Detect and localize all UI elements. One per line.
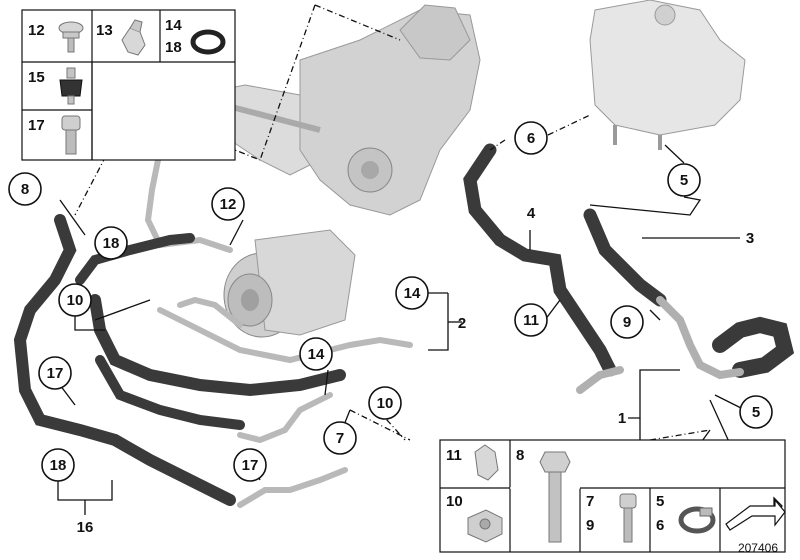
plain-labels: 4 3 2 1 16 (77, 205, 755, 536)
rubber-mount-icon (59, 67, 83, 105)
svg-text:10: 10 (67, 292, 84, 309)
svg-text:5: 5 (752, 404, 760, 421)
label-16: 16 (77, 519, 94, 536)
legend-top-18: 18 (165, 39, 182, 56)
label-4: 4 (527, 205, 536, 222)
svg-text:11: 11 (523, 312, 539, 329)
legend-bottom-9: 9 (586, 517, 594, 534)
svg-text:9: 9 (623, 314, 631, 331)
leader-lines (57, 4, 746, 515)
callout-10-mid: 10 (368, 386, 402, 420)
reference-number: 207406 (738, 541, 778, 555)
svg-text:17: 17 (242, 457, 259, 474)
hose-clamp-icon (678, 506, 716, 534)
label-3: 3 (746, 230, 754, 247)
callout-12: 12 (211, 187, 245, 221)
svg-text:8: 8 (21, 181, 29, 198)
bolt-icon (61, 115, 81, 155)
legend-bottom-8: 8 (516, 447, 524, 464)
callout-17-left: 17 (38, 356, 72, 390)
hose-clip-icon (474, 444, 499, 481)
svg-text:7: 7 (336, 430, 344, 447)
callout-18-bottom: 18 (41, 448, 75, 482)
legend-top-13: 13 (96, 22, 113, 39)
legend-bottom-5: 5 (656, 493, 664, 510)
callout-7: 7 (323, 421, 357, 455)
svg-text:14: 14 (404, 285, 421, 302)
legend-bottom-7: 7 (586, 493, 594, 510)
svg-text:5: 5 (680, 172, 688, 189)
legend-top-12: 12 (28, 22, 45, 39)
label-2: 2 (458, 315, 466, 332)
hoses (13, 143, 795, 506)
callout-17-bottom: 17 (233, 448, 267, 482)
label-1: 1 (618, 410, 626, 427)
svg-text:10: 10 (377, 395, 394, 412)
socket-bolt-icon (619, 493, 637, 543)
callout-10-left: 10 (58, 283, 92, 317)
callout-11: 11 (514, 303, 548, 337)
legend-top-15: 15 (28, 69, 45, 86)
callout-9: 9 (610, 305, 644, 339)
svg-text:6: 6 (527, 130, 535, 147)
legend-bottom-10: 10 (446, 493, 463, 510)
legend-bottom-6: 6 (656, 517, 664, 534)
hex-bolt-icon (539, 451, 571, 543)
legend-bottom: 11 8 10 7 9 5 6 207406 (439, 439, 786, 555)
svg-text:18: 18 (103, 235, 120, 252)
legend-top-17: 17 (28, 117, 45, 134)
arrow-icon (725, 496, 786, 531)
steering-pump (223, 229, 356, 338)
callout-18-top: 18 (94, 226, 128, 260)
callout-5-top: 5 (667, 163, 701, 197)
fluid-reservoir (589, 0, 746, 150)
legend-bottom-11: 11 (446, 447, 462, 464)
svg-text:12: 12 (220, 196, 237, 213)
legend-top-14: 14 (165, 17, 182, 34)
steering-gear (194, 4, 481, 216)
callout-8: 8 (8, 172, 42, 206)
callout-14-low: 14 (299, 337, 333, 371)
svg-text:17: 17 (47, 365, 64, 382)
callout-5-right: 5 (739, 395, 773, 429)
svg-text:18: 18 (50, 457, 67, 474)
svg-text:14: 14 (308, 346, 325, 363)
callout-6: 6 (514, 121, 548, 155)
hex-nut-icon (467, 509, 503, 543)
screw-icon (58, 21, 84, 53)
legend-top: 12 13 14 18 15 17 (21, 9, 236, 161)
clip-icon (121, 19, 146, 56)
o-ring-icon (190, 29, 226, 55)
callout-14-mid: 14 (395, 276, 429, 310)
